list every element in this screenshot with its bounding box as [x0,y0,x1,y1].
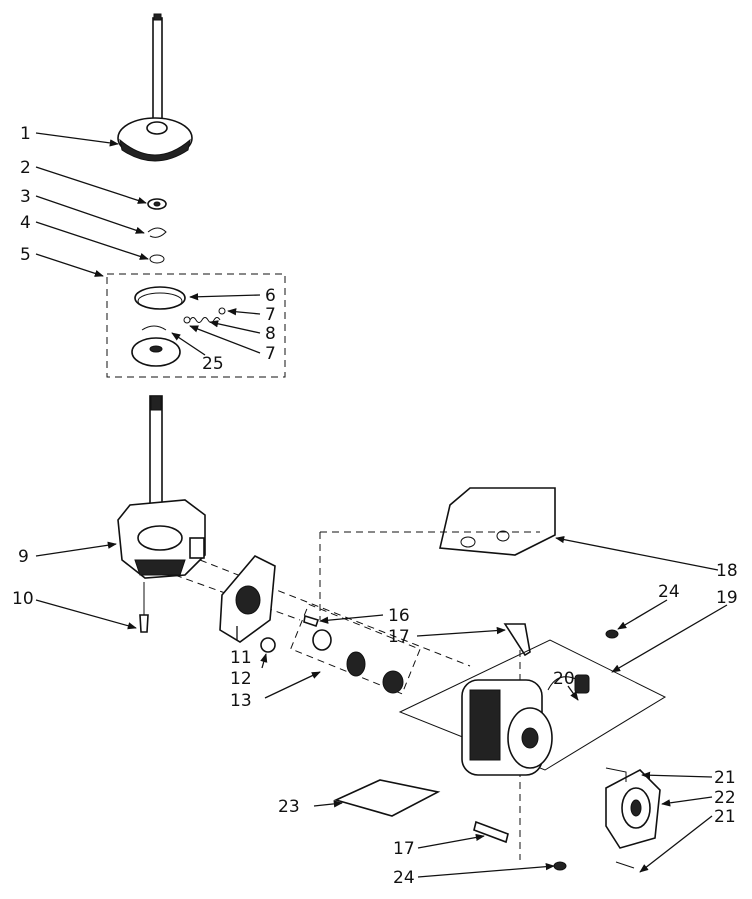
callout-17-upper: 17 [388,627,410,647]
callout-18: 18 [716,561,738,581]
motor [461,679,553,776]
callout-11: 11 [230,648,252,668]
callout-17-lower: 17 [393,839,415,859]
kit-box-5 [106,273,286,378]
part-25-clutch [131,325,181,367]
callout-7-upper: 7 [265,305,276,325]
part-22-pump [605,769,661,849]
part-17-rod [503,623,531,657]
part-18-panel [439,487,556,556]
part-3-clip [147,227,167,238]
callout-24-lower: 24 [393,868,415,888]
callout-23: 23 [278,797,300,817]
part-6-band [134,286,186,310]
callout-8: 8 [265,324,276,344]
part-2-washer [147,198,167,210]
callout-25: 25 [202,354,224,374]
callout-21-upper: 21 [714,768,736,788]
callout-5: 5 [20,245,31,265]
callout-9: 9 [18,547,29,567]
callout-20: 20 [553,669,575,689]
part-8-spring [183,307,226,324]
callout-4: 4 [20,213,31,233]
callout-7-lower: 7 [265,344,276,364]
part-17-bracket [473,820,509,844]
callout-19: 19 [716,588,738,608]
part-13-coupling [312,629,404,694]
callout-22: 22 [714,788,736,808]
part-12-grommet [260,637,276,653]
callout-3: 3 [20,187,31,207]
leader-lines [35,132,728,878]
callout-12: 12 [230,669,252,689]
callout-21-lower: 21 [714,807,736,827]
coupling-box-13 [290,603,421,695]
callouts: 1 2 3 4 5 6 7 8 7 25 9 10 11 12 13 16 17… [12,124,738,888]
callout-16: 16 [388,606,410,626]
callout-1: 1 [20,124,31,144]
part-9-gearcase [117,499,206,579]
callout-13: 13 [230,691,252,711]
agitator-shaft-top [152,13,163,124]
part-4-ring [149,254,165,264]
part-11-mount-plate [219,555,276,643]
callout-24-upper: 24 [658,582,680,602]
part-24-screw [553,629,619,871]
part-23-shield [333,779,441,817]
part-1-drive-bell [117,117,193,162]
part-10-bolt [139,582,149,633]
part-21-clamp [605,767,635,869]
callout-2: 2 [20,158,31,178]
callout-10: 10 [12,589,34,609]
part-20-capacitor [547,674,590,694]
callout-6: 6 [265,286,276,306]
part-16-screw [303,614,320,628]
